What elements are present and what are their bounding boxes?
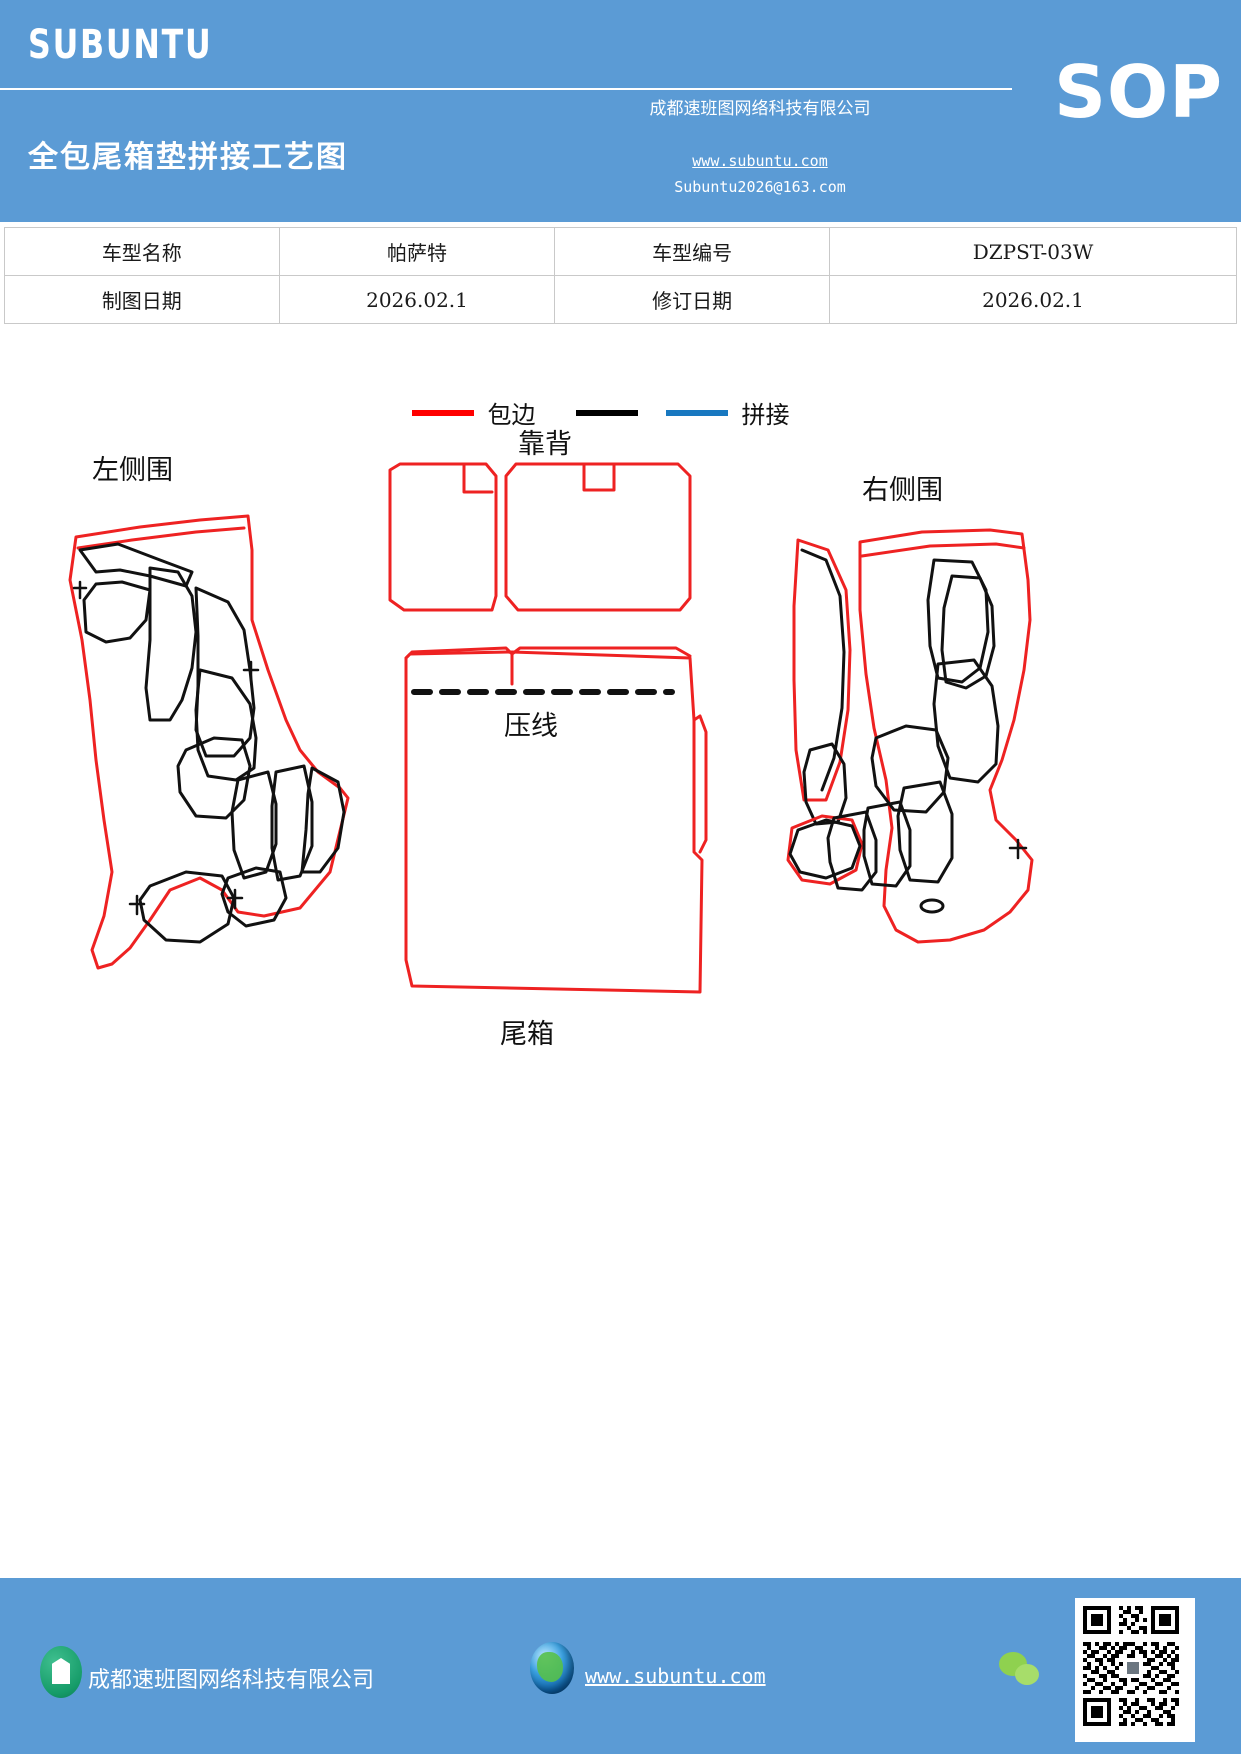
legend-label-binding: 包边 (487, 401, 536, 429)
part-label-trunk: 尾箱 (500, 1019, 554, 1050)
legend-label-splice: 拼接 (741, 401, 790, 429)
cell-model-code-label: 车型编号 (554, 227, 830, 276)
piece-left-side (68, 514, 350, 970)
piece-trunk-mat (404, 646, 708, 994)
header-email[interactable]: Subuntu2026@163.com (674, 178, 846, 196)
brand-logo: SUBUNTU (28, 22, 213, 68)
pattern-pieces-svg (68, 462, 1034, 994)
footer-website-link[interactable]: www.subuntu.com (585, 1664, 766, 1688)
cell-revision-date-value: 2026.02.1 (829, 275, 1237, 324)
cell-draw-date-label: 制图日期 (4, 275, 280, 324)
technical-drawing-area: 左侧围 靠背 右侧围 压线 尾箱 (0, 420, 1241, 1080)
legend-swatch-blue (665, 409, 728, 416)
wechat-bubble-small (1015, 1664, 1039, 1685)
cell-revision-date-label: 修订日期 (554, 275, 830, 324)
cell-model-name-label: 车型名称 (4, 227, 280, 276)
piece-backrest-left (388, 462, 498, 612)
legend-swatch-black (575, 409, 638, 416)
cell-model-name-value: 帕萨特 (278, 227, 556, 276)
part-label-left-side: 左侧围 (92, 455, 173, 486)
building-icon (40, 1646, 82, 1698)
legend-item-black (575, 409, 638, 416)
legend-swatch-red (411, 409, 474, 416)
wechat-icon (999, 1652, 1045, 1692)
page-footer: 成都速班图网络科技有限公司 www.subuntu.com (0, 1578, 1241, 1754)
legend: 包边 拼接 (0, 395, 1241, 430)
qr-code-svg (1079, 1602, 1183, 1730)
cell-model-code-value: DZPST-03W (829, 227, 1237, 276)
table-row: 车型名称 帕萨特 车型编号 DZPST-03W (4, 227, 1237, 276)
sop-badge: SOP (1054, 50, 1223, 134)
legend-item-splice: 拼接 (638, 395, 830, 430)
header-website-link[interactable]: www.subuntu.com (692, 152, 828, 170)
legend-item-binding: 包边 (411, 395, 576, 430)
part-label-right-side: 右侧围 (862, 475, 943, 506)
page-header: SUBUNTU SOP 全包尾箱垫拼接工艺图 成都速班图网络科技有限公司 www… (0, 0, 1241, 222)
cell-draw-date-value: 2026.02.1 (278, 275, 556, 324)
piece-backrest-right (504, 462, 692, 612)
part-label-crease-line: 压线 (504, 711, 558, 742)
page-title: 全包尾箱垫拼接工艺图 (28, 140, 348, 175)
part-label-backrest: 靠背 (518, 429, 572, 460)
footer-company-name: 成都速班图网络科技有限公司 (88, 1668, 375, 1693)
header-company-name: 成都速班图网络科技有限公司 (649, 99, 871, 119)
vehicle-info-table: 车型名称 帕萨特 车型编号 DZPST-03W 制图日期 2026.02.1 修… (4, 227, 1237, 324)
qr-code[interactable] (1075, 1598, 1195, 1742)
globe-icon (530, 1642, 574, 1694)
header-divider (0, 88, 1012, 90)
table-row: 制图日期 2026.02.1 修订日期 2026.02.1 (4, 275, 1237, 324)
piece-right-side (786, 528, 1034, 944)
